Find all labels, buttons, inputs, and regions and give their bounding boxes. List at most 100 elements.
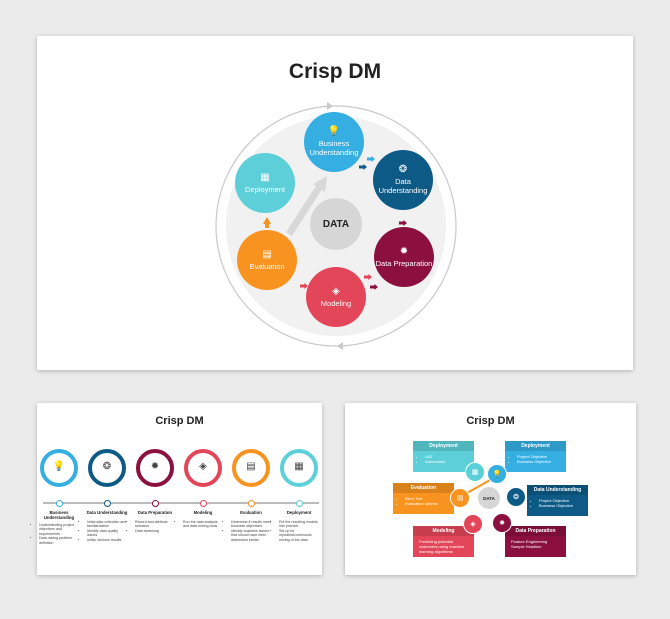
stage-label: Data Understanding <box>378 177 428 195</box>
bullet: Project Objective <box>517 454 562 459</box>
stage-node[interactable]: ❂ <box>506 487 526 507</box>
deploy-icon: ▦ <box>294 461 304 472</box>
timeline-ring[interactable]: ◈ <box>184 449 222 487</box>
flow-arrow-icon <box>359 164 367 170</box>
timeline-stage-title: Deployment <box>286 510 312 515</box>
timeline-bullets: Initial data collection and familiarizat… <box>83 520 127 542</box>
bullet: Data cleansing <box>135 529 175 533</box>
timeline-dot <box>151 499 159 507</box>
stage-circle-modeling[interactable]: ◈Modeling <box>306 267 366 327</box>
stage-label: Business Understanding <box>309 139 359 157</box>
diamond-network-icon: ◈ <box>470 521 476 528</box>
gear-icon: ✹ <box>150 461 160 472</box>
bullet: Project Objective <box>539 498 584 503</box>
card-title: Evaluation <box>410 485 437 491</box>
card-header: Deployment <box>413 441 474 451</box>
bullet: Identify data quality issues <box>87 529 127 538</box>
timeline-dot <box>55 499 63 507</box>
timeline-bullets: Record and attribute selectionData clean… <box>131 520 175 533</box>
timeline-stage-title: Evaluation <box>240 510 262 515</box>
timeline-dot <box>199 499 207 507</box>
stage-circle-data-understanding[interactable]: ❂ Data Understanding <box>373 150 433 210</box>
card-title: Deployment <box>429 443 458 449</box>
stage-label: Modeling <box>320 298 352 308</box>
stage-card-evaluation[interactable]: EvaluationBlind TestEvaluation Metrics <box>393 483 454 514</box>
stage-node[interactable]: ▤ <box>450 488 470 508</box>
stage-node[interactable]: ◈ <box>463 514 483 534</box>
stage-card-deployment[interactable]: DeploymentProject ObjectiveBusiness Obje… <box>505 441 566 472</box>
card-title: Data Understanding <box>533 487 582 493</box>
timeline-stage-title: Modeling <box>193 510 213 515</box>
flow-arrow-icon <box>364 274 372 280</box>
bullet: Understanding project objectives and req… <box>39 523 79 536</box>
deploy-icon: ▦ <box>471 469 479 476</box>
cycle-slide[interactable]: Crisp DM DATA DeploymentUATAutomation▦De… <box>345 403 636 575</box>
bullet: Record and attribute selection <box>135 520 175 529</box>
main-slide[interactable]: Crisp DM DATA 💡Business Understanding❂Da… <box>37 36 633 370</box>
bullet: Identify business issues that should hav… <box>231 529 271 542</box>
card-title: Deployment <box>521 443 550 449</box>
bullet: Set up for repeated/continuous mining of… <box>279 529 319 542</box>
card-bullets: Blind TestEvaluation Metrics <box>393 493 454 506</box>
data-center-label: DATA <box>322 218 350 230</box>
timeline-ring[interactable]: ❂ <box>88 449 126 487</box>
brain-icon: ❂ <box>102 461 112 472</box>
diamond-network-icon: ◈ <box>332 285 340 297</box>
stage-circle-business-understanding[interactable]: 💡 Business Understanding <box>304 112 364 172</box>
report-search-icon: ▤ <box>246 461 256 472</box>
cycle-slide-title: Crisp DM <box>466 415 515 427</box>
stage-circle-deployment[interactable]: ▦Deployment <box>235 153 295 213</box>
gear-icon: ✹ <box>499 520 505 527</box>
card-bullets: Project ObjectiveBusiness Objective <box>505 451 566 464</box>
report-search-icon: ▤ <box>262 248 272 260</box>
timeline-ring[interactable]: ▤ <box>232 449 270 487</box>
bullet: Determine if results meet business objec… <box>231 520 271 529</box>
cycle-connector <box>466 478 493 494</box>
timeline-ring[interactable]: ✹ <box>136 449 174 487</box>
stage-circle-evaluation[interactable]: ▤Evaluation <box>237 230 297 290</box>
stage-label: Evaluation <box>249 261 285 271</box>
bullet: Initial, obvious results <box>87 538 127 542</box>
card-bullets: UATAutomation <box>413 451 474 464</box>
lightbulb-icon: 💡 <box>492 471 502 478</box>
lightbulb-icon: 💡 <box>327 126 341 137</box>
timeline-line <box>43 502 319 504</box>
timeline-stage-title: Data Preparation <box>137 510 173 515</box>
brain-icon: ❂ <box>398 164 408 175</box>
bullet: Business Objective <box>517 459 562 464</box>
timeline-bullets: Determine if results meet business objec… <box>227 520 271 542</box>
timeline-bullets: Put the resulting models into practiceSe… <box>275 520 319 542</box>
flow-arrow-icon <box>300 283 308 289</box>
card-header: Data Understanding <box>527 485 588 495</box>
brain-icon: ❂ <box>513 494 519 501</box>
timeline-ring[interactable]: 💡 <box>40 449 78 487</box>
stage-node[interactable]: 💡 <box>487 464 507 484</box>
stage-card-deployment[interactable]: DeploymentUATAutomation <box>413 441 474 472</box>
flow-arrow-icon <box>367 156 375 162</box>
stage-circle-data-preparation[interactable]: ✹Data Preparation <box>374 227 434 287</box>
timeline-stage-title: Data Understanding <box>86 510 128 515</box>
bullet: UAT <box>425 454 470 459</box>
bullet: Business Objective <box>539 503 584 508</box>
stage-card-data-understanding[interactable]: Data UnderstandingProject ObjectiveBusin… <box>527 485 588 516</box>
timeline-dot <box>295 499 303 507</box>
stage-node[interactable]: ✹ <box>492 513 512 533</box>
card-header: Data Preparation <box>505 526 566 536</box>
bullet: Initial data collection and familiarizat… <box>87 520 127 529</box>
timeline-ring[interactable]: ▦ <box>280 449 318 487</box>
timeline-dot <box>103 499 111 507</box>
card-text: Predicting potential customers using mac… <box>419 539 465 555</box>
timeline-slide-title: Crisp DM <box>155 415 204 427</box>
bullet: Put the resulting models into practice <box>279 520 319 529</box>
diamond-network-icon: ◈ <box>199 461 207 472</box>
card-title: Modeling <box>432 528 455 534</box>
bullet: Blind Test <box>405 496 450 501</box>
timeline-slide[interactable]: Crisp DM 💡Business UnderstandingUndersta… <box>37 403 322 575</box>
data-center-label: DATA <box>483 495 495 501</box>
card-header: Evaluation <box>393 483 454 493</box>
stage-node[interactable]: ▦ <box>465 462 485 482</box>
stage-label: Data Preparation <box>375 258 433 268</box>
report-search-icon: ▤ <box>456 495 464 502</box>
